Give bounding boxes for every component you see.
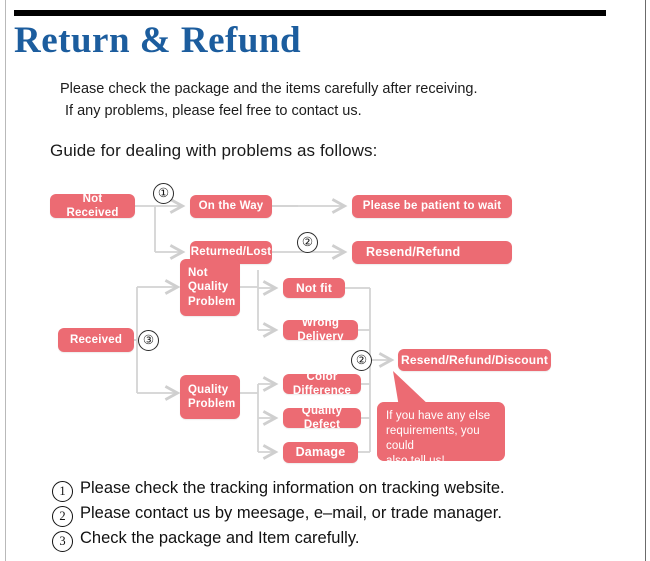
node-quality-problem-line-2: Problem <box>188 398 236 410</box>
node-quality-defect[interactable]: Quality Defect <box>283 405 361 431</box>
callout-tail-icon <box>393 371 431 407</box>
node-damage[interactable]: Damage <box>283 442 358 463</box>
node-resend-refund[interactable]: Resend/Refund <box>352 241 512 264</box>
callout-line-3: also tell us! <box>386 455 445 467</box>
callout-line-2: requirements, you could <box>386 425 480 452</box>
footnote-number-3: 3 <box>52 530 73 552</box>
node-color-difference[interactable]: Color Difference <box>283 371 361 397</box>
marker-step-2-top: ② <box>297 232 318 253</box>
footnote-number-1: 1 <box>52 480 73 502</box>
callout-line-1: If you have any else <box>386 410 491 422</box>
footnote-text-3: Check the package and Item carefully. <box>80 529 360 547</box>
node-please-be-patient-to-wait[interactable]: Please be patient to wait <box>352 195 512 218</box>
intro-paragraph: Please check the package and the items c… <box>60 78 600 122</box>
intro-line-2: If any problems, please feel free to con… <box>65 103 362 119</box>
callout-extra-requirements: If you have any else requirements, you c… <box>377 402 505 467</box>
node-not-quality-problem-line-3: Problem <box>188 295 236 308</box>
footnote-list: 1 Please check the tracking information … <box>52 476 612 552</box>
node-returned-lost[interactable]: Returned/Lost <box>190 241 272 264</box>
footnote-item-1: 1 Please check the tracking information … <box>52 476 612 502</box>
node-quality-problem[interactable]: Quality Problem <box>180 375 240 419</box>
marker-step-2-bottom: ② <box>351 350 372 371</box>
page-border-left <box>5 0 6 561</box>
flowchart: Not Received ① On the Way Returned/Lost … <box>0 175 650 475</box>
node-quality-problem-line-1: Quality <box>188 383 229 396</box>
node-wrong-delivery[interactable]: Wrong Delivery <box>283 317 358 343</box>
intro-line-1: Please check the package and the items c… <box>60 81 478 97</box>
node-not-quality-problem-line-1: Not <box>188 267 208 280</box>
node-not-fit[interactable]: Not fit <box>283 278 345 298</box>
node-on-the-way[interactable]: On the Way <box>190 195 272 218</box>
footnote-item-3: 3 Check the package and Item carefully. <box>52 526 612 552</box>
node-not-quality-problem[interactable]: Not Quality Problem <box>180 259 240 316</box>
node-not-quality-problem-line-2: Quality <box>188 281 229 294</box>
page-border-right <box>645 0 646 561</box>
footnote-text-2: Please contact us by meesage, e–mail, or… <box>80 504 502 522</box>
footnote-number-2: 2 <box>52 505 73 527</box>
header-rule <box>14 10 606 16</box>
marker-step-3: ③ <box>138 330 159 351</box>
node-not-received[interactable]: Not Received <box>50 193 135 219</box>
node-received[interactable]: Received <box>58 328 134 352</box>
footnote-item-2: 2 Please contact us by meesage, e–mail, … <box>52 501 612 527</box>
footnote-text-1: Please check the tracking information on… <box>80 479 505 497</box>
page-title: Return & Refund <box>14 20 302 61</box>
marker-step-1: ① <box>153 183 174 204</box>
guide-heading: Guide for dealing with problems as follo… <box>50 141 378 160</box>
node-resend-refund-discount[interactable]: Resend/Refund/Discount <box>398 349 551 371</box>
